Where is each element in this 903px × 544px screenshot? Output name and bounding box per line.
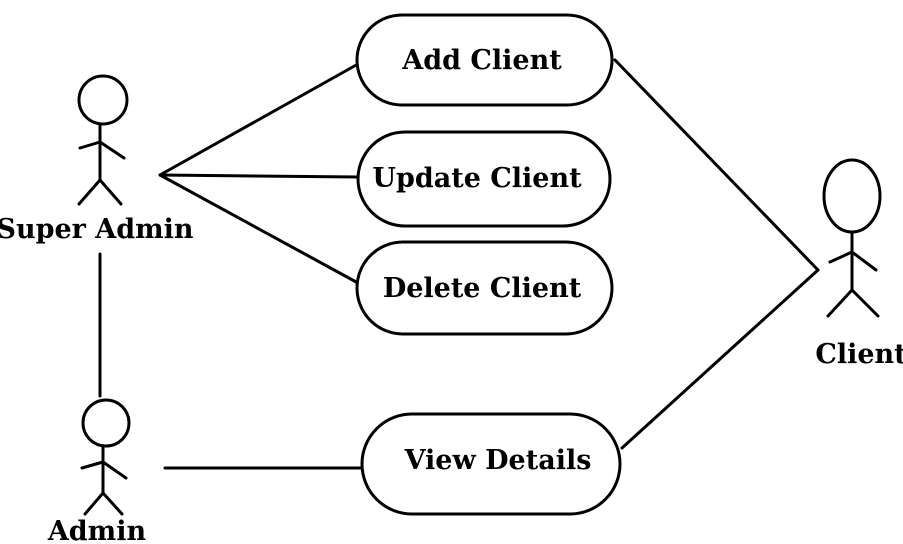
association-viewdetails-client [620, 268, 820, 450]
usecase-label-delete-client: Delete Client [383, 273, 582, 304]
association-superadmin-addclient [158, 62, 360, 177]
association-superadmin-deleteclient [158, 173, 360, 285]
association-addclient-client [613, 58, 820, 272]
stick-figure-icon [77, 74, 129, 206]
stick-figure-icon [822, 158, 882, 318]
actor-label-admin: Admin [47, 516, 147, 544]
actor-label-client: Client [815, 339, 903, 370]
actor-admin[interactable]: Admin [47, 398, 147, 544]
association-superadmin-updateclient [158, 173, 360, 179]
actor-client[interactable]: Client [815, 158, 903, 370]
usecase-label-add-client: Add Client [401, 45, 562, 76]
usecase-delete-client[interactable]: Delete Client [355, 240, 614, 336]
usecase-label-view-details: View Details [404, 445, 592, 476]
usecase-update-client[interactable]: Update Client [356, 130, 612, 228]
stick-figure-icon [80, 398, 131, 516]
usecase-add-client[interactable]: Add Client [355, 13, 614, 107]
actor-super-admin[interactable]: Super Admin [0, 74, 194, 245]
usecase-view-details[interactable]: View Details [360, 412, 622, 516]
associations [98, 58, 820, 470]
actor-label-super-admin: Super Admin [0, 214, 194, 245]
usecase-label-update-client: Update Client [372, 163, 582, 194]
